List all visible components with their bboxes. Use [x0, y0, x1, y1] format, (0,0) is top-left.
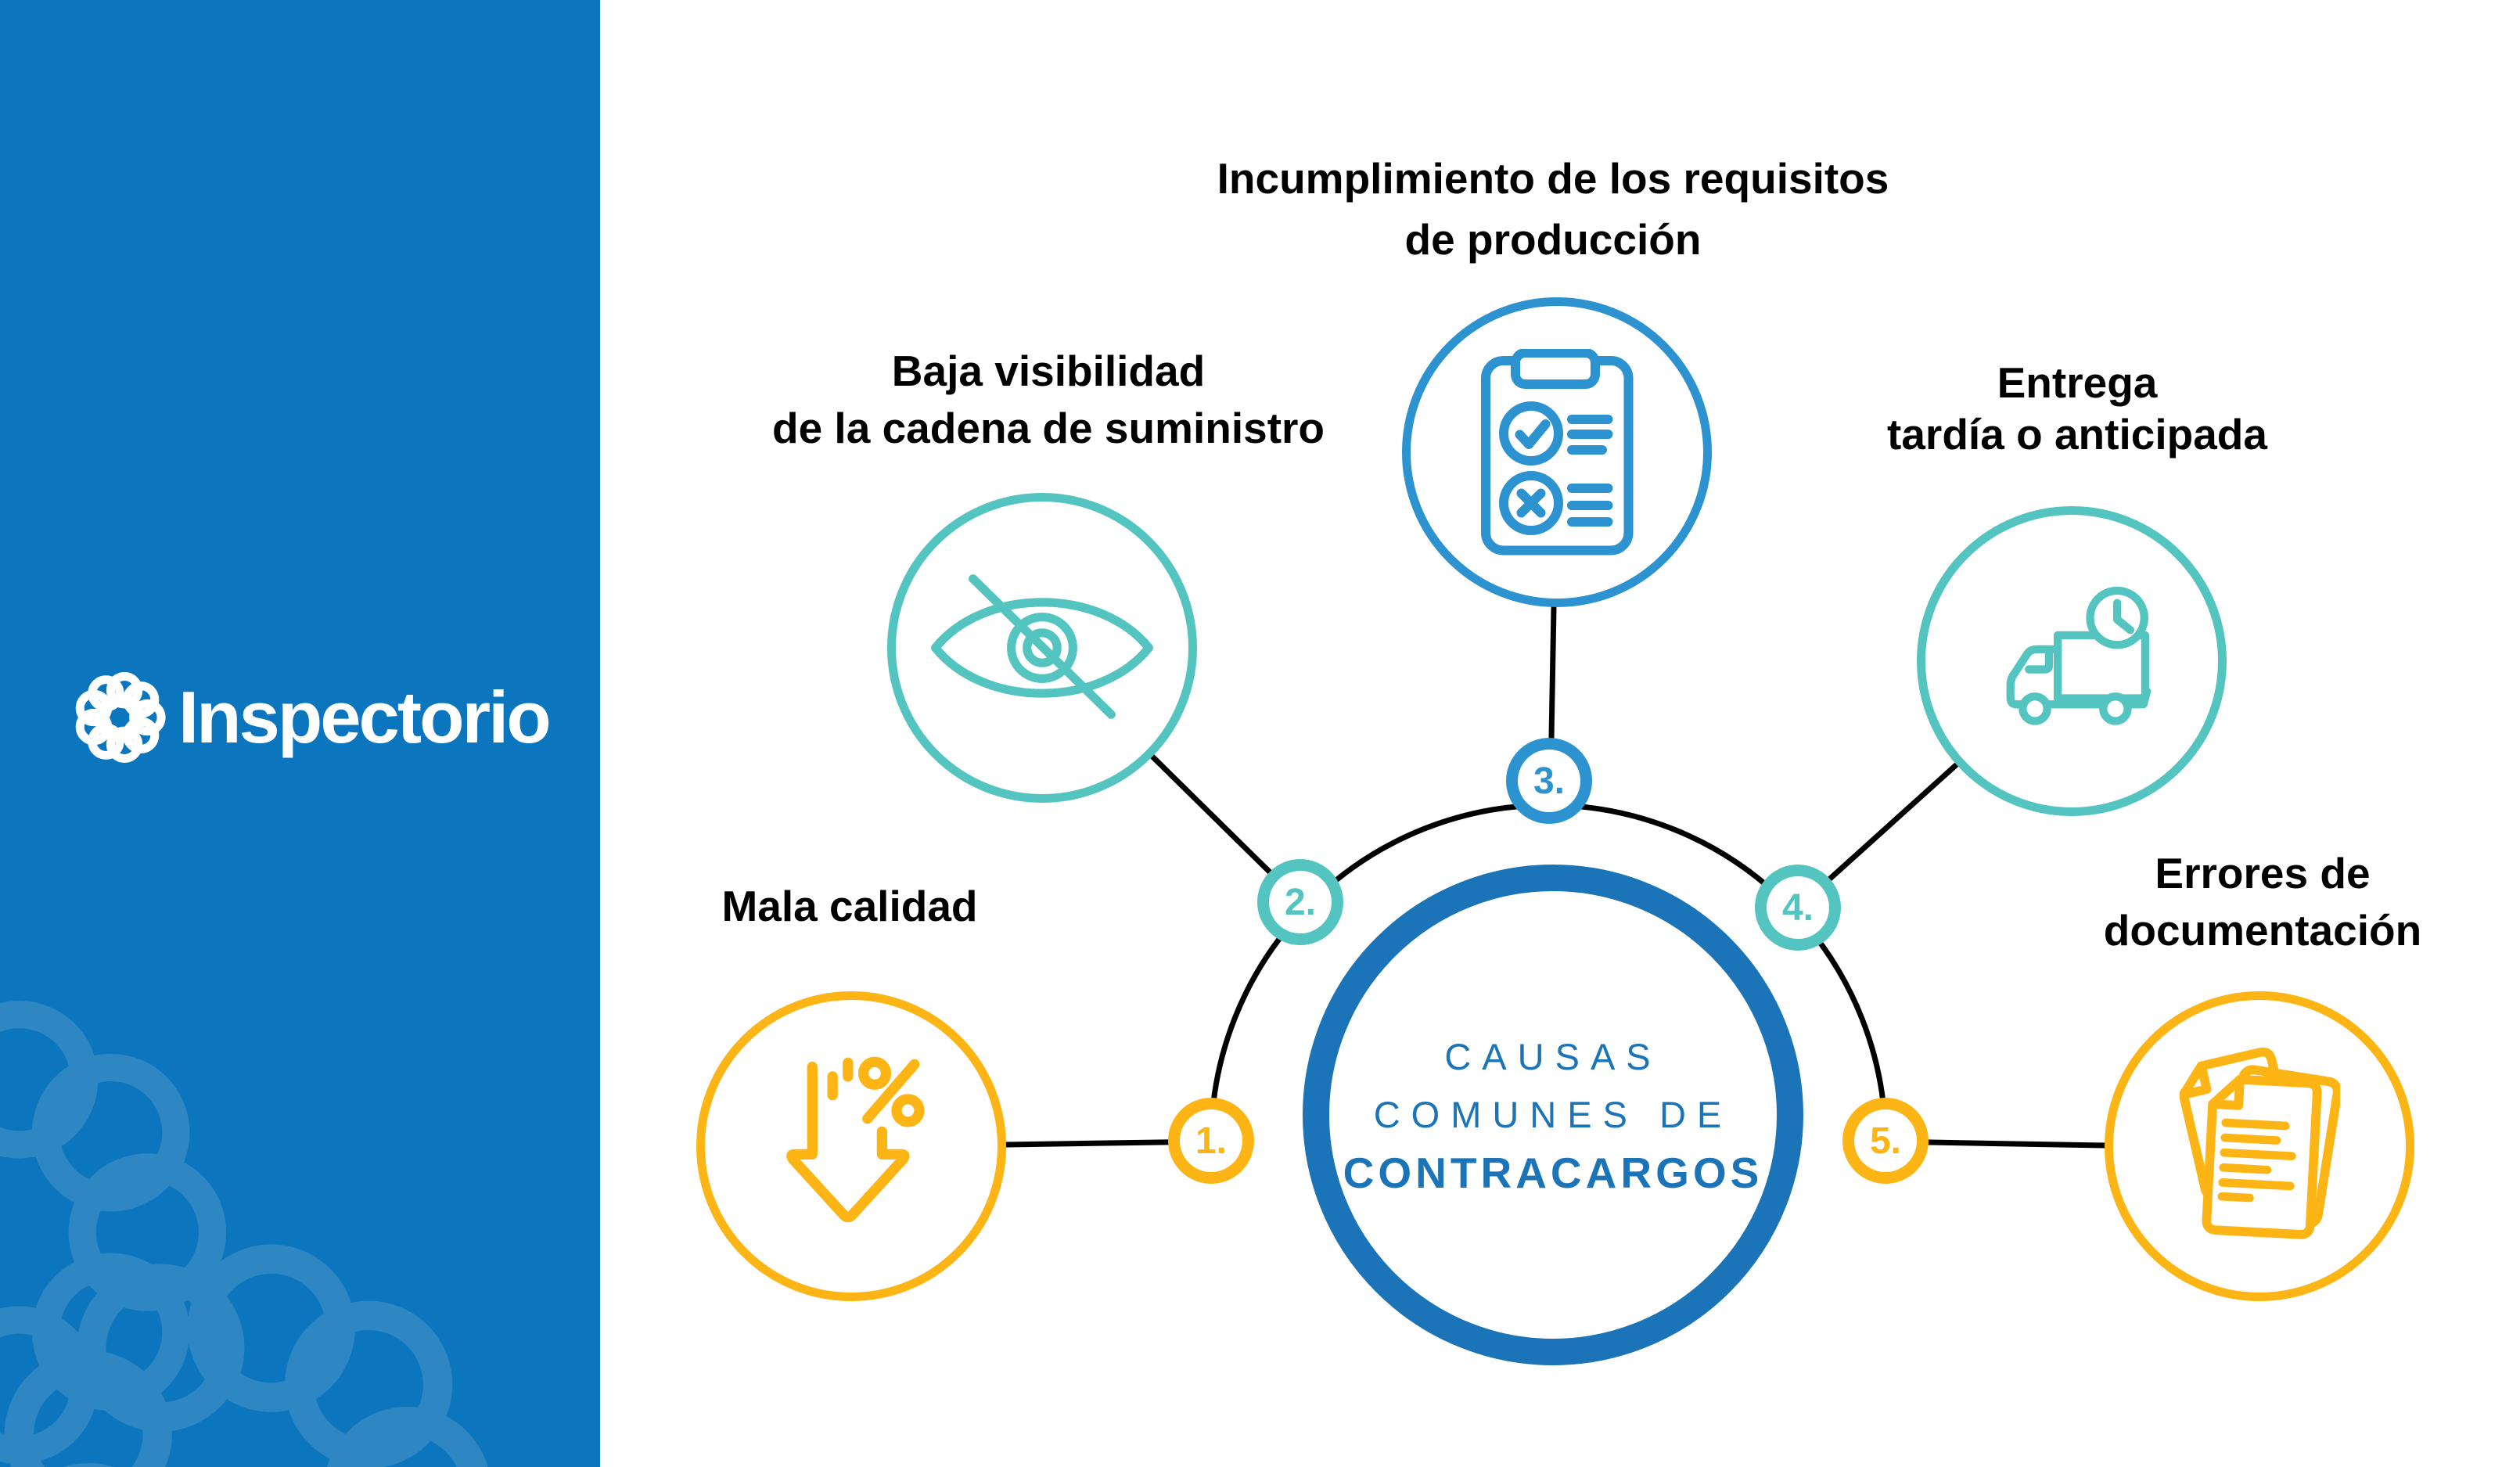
number-label: 3. — [1533, 760, 1566, 802]
cause-4-circle — [1917, 506, 2227, 816]
logo-watermark-icon — [4, 1244, 488, 1467]
number-badge-5: 5. — [1842, 1098, 1929, 1184]
documents-icon — [2179, 1047, 2340, 1239]
cause-2-circle — [887, 493, 1197, 803]
ring-of-circles-icon — [75, 672, 166, 763]
number-badge-4: 4. — [1755, 865, 1841, 951]
cause-5-circle — [2105, 991, 2414, 1301]
cause-3-label: Incumplimiento de los requisitos de prod… — [1217, 154, 1889, 264]
eye-slash-icon — [931, 574, 1153, 719]
brand-logo: Inspectorio — [72, 667, 552, 768]
cause-5-label: Errores de documentación — [2103, 849, 2422, 955]
center-title-line3: CONTRACARGOS — [1343, 1149, 1763, 1197]
center-title-line2: COMUNES DE — [1373, 1094, 1733, 1135]
center-title-line1: CAUSAS — [1444, 1036, 1662, 1077]
cause-3-circle — [1402, 297, 1712, 607]
number-label: 5. — [1869, 1120, 1902, 1162]
clipboard-checklist-icon — [1480, 348, 1634, 555]
number-label: 1. — [1195, 1120, 1228, 1162]
cause-1-label: Mala calidad — [721, 882, 978, 930]
number-badge-2: 2. — [1257, 859, 1343, 945]
center-circle: CAUSAS COMUNES DE CONTRACARGOS — [1303, 865, 1803, 1365]
brand-sidebar: Inspectorio — [0, 0, 600, 1467]
cause-1-circle — [696, 991, 1006, 1301]
quality-decrease-icon — [786, 1056, 925, 1223]
number-label: 4. — [1781, 886, 1814, 929]
cause-2-label: Baja visibilidad de la cadena de suminis… — [771, 347, 1325, 452]
number-badge-3: 3. — [1506, 738, 1592, 824]
cause-4-label: Entrega tardía o anticipada — [1887, 358, 2267, 458]
truck-clock-icon — [2006, 586, 2152, 725]
brand-name: Inspectorio — [178, 676, 552, 758]
number-label: 2. — [1284, 881, 1317, 923]
number-badge-1: 1. — [1168, 1098, 1254, 1184]
